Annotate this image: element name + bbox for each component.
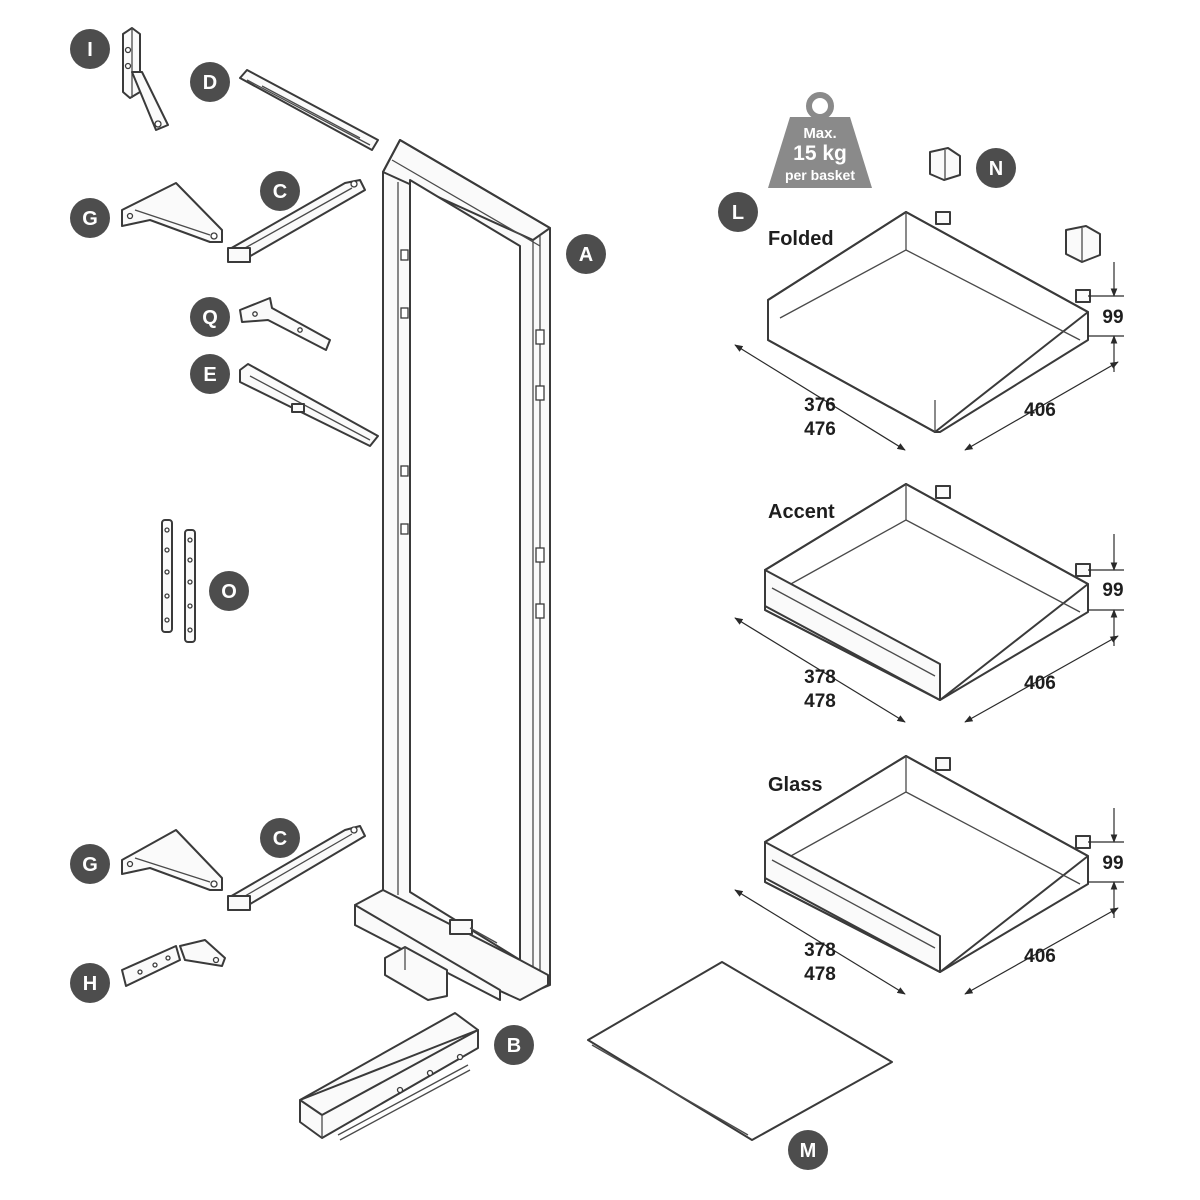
badge-l: L — [718, 192, 758, 232]
weight-line1: Max. — [803, 125, 836, 142]
badge-g-top: G — [70, 198, 110, 238]
badge-b: B — [494, 1025, 534, 1065]
dim-folded-depth-a: 376 — [804, 395, 836, 416]
dim-accent-depth-b: 478 — [804, 691, 836, 712]
badge-g-bottom: G — [70, 844, 110, 884]
svg-text:B: B — [507, 1035, 521, 1057]
basket-accent-title: Accent — [768, 501, 835, 523]
strut-part-c-top — [227, 179, 366, 263]
plate-part-q — [239, 297, 331, 351]
rail-part-e — [239, 363, 379, 447]
dim-folded-width: 406 — [1024, 400, 1056, 421]
svg-text:O: O — [221, 581, 237, 603]
badge-c-bottom: C — [260, 818, 300, 858]
badge-h: H — [70, 963, 110, 1003]
bracket-part-g-bottom — [121, 829, 223, 891]
badge-q: Q — [190, 297, 230, 337]
dim-accent-width: 406 — [1024, 673, 1056, 694]
svg-text:C: C — [273, 181, 287, 203]
svg-text:M: M — [800, 1140, 817, 1162]
clips-part-n — [929, 147, 1101, 263]
svg-text:D: D — [203, 72, 217, 94]
dimensions-glass — [734, 808, 1124, 995]
svg-text:C: C — [273, 828, 287, 850]
svg-text:N: N — [989, 158, 1003, 180]
dim-glass-width: 406 — [1024, 946, 1056, 967]
dim-glass-height: 99 — [1102, 853, 1123, 874]
weight-line2: 15 kg — [793, 142, 847, 165]
rail-part-d — [239, 69, 379, 151]
weight-line3: per basket — [785, 167, 855, 183]
svg-text:L: L — [732, 202, 744, 224]
svg-text:E: E — [203, 364, 216, 386]
badge-e: E — [190, 354, 230, 394]
svg-text:G: G — [82, 854, 98, 876]
frame-part-a — [354, 139, 551, 1001]
svg-text:H: H — [83, 973, 97, 995]
dim-folded-depth-b: 476 — [804, 419, 836, 440]
svg-text:I: I — [87, 39, 93, 61]
bracket-part-h — [121, 939, 226, 987]
base-rail-part-b — [299, 1012, 479, 1141]
dim-accent-height: 99 — [1102, 580, 1123, 601]
dim-folded-height: 99 — [1102, 307, 1123, 328]
badge-a: A — [566, 234, 606, 274]
max-weight-icon: Max. 15 kg per basket — [768, 92, 872, 188]
dimensions-accent — [734, 534, 1124, 723]
bracket-part-i — [122, 27, 169, 131]
dim-accent-depth-a: 378 — [804, 667, 836, 688]
dim-glass-depth-a: 378 — [804, 940, 836, 961]
badge-m: M — [788, 1130, 828, 1170]
badge-i: I — [70, 29, 110, 69]
dim-glass-depth-b: 478 — [804, 964, 836, 985]
svg-text:A: A — [579, 244, 593, 266]
basket-glass-title: Glass — [768, 774, 822, 796]
basket-folded-title: Folded — [768, 228, 834, 250]
badge-d: D — [190, 62, 230, 102]
bracket-part-g-top — [121, 182, 223, 243]
badge-n: N — [976, 148, 1016, 188]
dimensions-folded — [734, 262, 1124, 451]
strut-part-c-bottom — [227, 825, 366, 911]
badge-c-top: C — [260, 171, 300, 211]
badge-o: O — [209, 571, 249, 611]
svg-text:G: G — [82, 208, 98, 230]
plates-part-o — [161, 519, 196, 643]
svg-text:Q: Q — [202, 307, 218, 329]
glass-panel-part-m — [587, 961, 893, 1141]
